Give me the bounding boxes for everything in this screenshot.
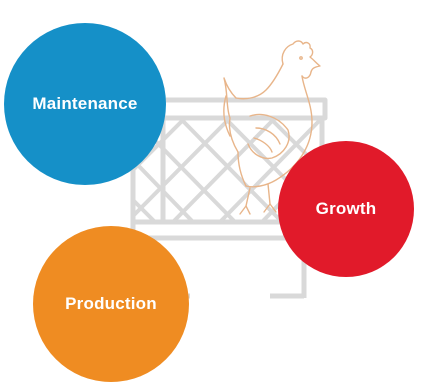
production-circle: Production	[33, 226, 189, 382]
maintenance-circle: Maintenance	[4, 23, 166, 185]
crate-lattice	[131, 116, 324, 224]
hen-outline-icon	[223, 40, 321, 215]
production-label: Production	[65, 294, 157, 313]
growth-circle: Growth	[278, 141, 414, 277]
maintenance-label: Maintenance	[32, 94, 138, 113]
growth-label: Growth	[315, 199, 377, 218]
